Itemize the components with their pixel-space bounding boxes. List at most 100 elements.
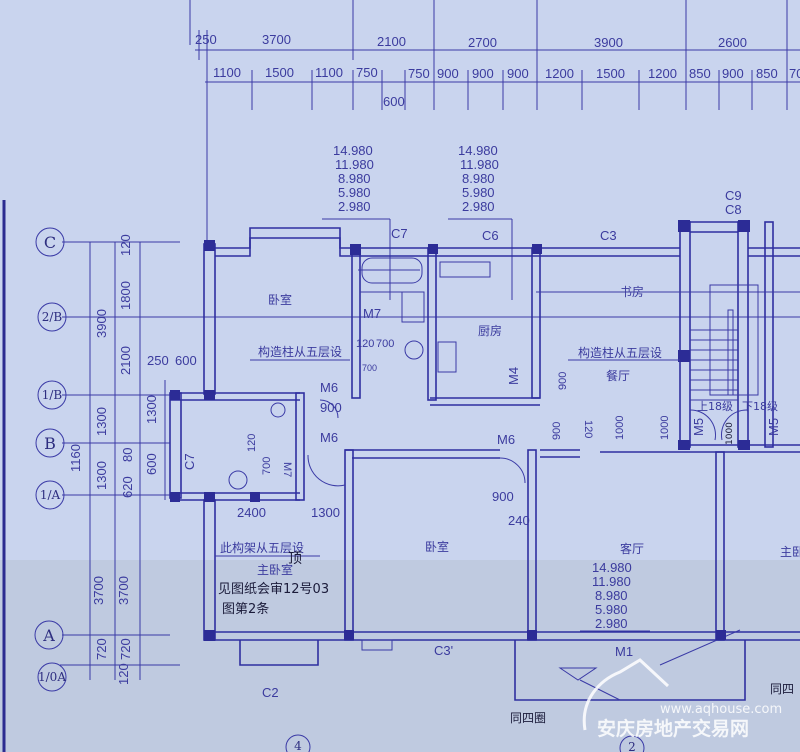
drawing-label: 11.980	[460, 157, 499, 172]
dim-label: 2100	[377, 34, 406, 49]
drawing-label: 1000	[659, 416, 671, 440]
drawing-label: www.aqhouse.com	[660, 702, 782, 717]
structural-columns	[170, 220, 750, 641]
dim-label: 850	[756, 66, 778, 81]
drawing-label: 1000	[725, 422, 735, 445]
axis-bubble	[37, 662, 67, 692]
room-master-bedroom: 主卧室	[257, 562, 293, 577]
room-living: 客厅	[620, 541, 644, 556]
drawing-label: 1/B	[42, 388, 63, 402]
drawing-label: 14.980	[333, 143, 373, 158]
drawing-label: 700	[261, 457, 273, 475]
drawing-label: 1160	[68, 444, 83, 472]
drawing-label: 同四圈	[510, 711, 546, 725]
drawing-label: 720	[118, 638, 133, 660]
drawing-label: 1300	[144, 395, 159, 424]
room-kitchen: 厨房	[478, 323, 502, 338]
axis-bubble	[37, 302, 67, 332]
drawing-label: 2400	[237, 505, 266, 520]
drawing-label: 14.980	[458, 143, 498, 158]
drawing-label: 900	[551, 422, 563, 440]
drawing-label: M6	[320, 430, 338, 445]
elevation-stack-right: 14.980 11.980 8.980 5.980 2.980	[448, 143, 513, 300]
dim-label: 900	[722, 66, 744, 81]
drawing-label: 同四	[770, 682, 794, 696]
drawing-label: 11.980	[335, 157, 374, 172]
drawing-label: 900	[320, 400, 342, 415]
drawing-label: 11.980	[592, 574, 631, 589]
drawing-label: 图第2条	[222, 601, 269, 617]
top-dimension-chain	[189, 0, 800, 240]
drawing-label: 构造柱从五层设	[578, 345, 662, 360]
drawing-label: 8.980	[462, 171, 495, 186]
drawing-label: M6	[497, 432, 515, 447]
dim-label: 1500	[596, 66, 625, 81]
drawing-label: 构造柱从五层设	[258, 344, 342, 359]
drawing-label: 1/A	[40, 488, 61, 502]
drawing-label: 1000	[614, 416, 626, 440]
drawing-label: 620	[120, 476, 135, 498]
drawing-label: 3700	[91, 576, 106, 605]
left-dimension-chain: 3900 1160 3700 120 1800 2100 1300 1300 7…	[68, 234, 197, 685]
drawing-label: C7	[391, 226, 408, 241]
top-dims-row1: 250 3700 2100 2700 3900 2600	[195, 32, 747, 50]
drawing-label: C7	[182, 453, 197, 470]
dim-label: 1200	[648, 66, 677, 81]
drawing-label: 2.980	[595, 616, 628, 631]
drawing-label: 安庆房地产交易网	[597, 717, 749, 740]
drawing-label: 700	[362, 363, 377, 373]
room-dining: 餐厅	[606, 368, 630, 383]
room-master-bedroom: 主卧	[780, 545, 800, 559]
drawing-label: 700	[376, 338, 394, 350]
drawing-label: 120	[118, 234, 133, 256]
dim-label: 250	[195, 32, 217, 47]
dim-label: 3900	[594, 35, 623, 50]
room-bedroom: 卧室	[268, 292, 292, 307]
dim-label: 1100	[315, 65, 343, 80]
axis-bubble	[619, 735, 645, 752]
drawing-label: 2	[628, 740, 636, 752]
drawing-label: M4	[506, 367, 521, 385]
dim-label: 3700	[262, 32, 291, 47]
top-dims-row2: 1100 1500 1100 750 750 900 900 900 1200 …	[213, 65, 800, 109]
drawing-label: 600	[144, 453, 159, 475]
drawing-label: 1300	[311, 505, 340, 520]
axis-bubble	[37, 380, 67, 410]
room-labels: 卧室 厨房 书房 餐厅 卧室 客厅 主卧室 主卧 构造柱从五层设 构造柱从五层设…	[220, 284, 800, 577]
drawing-label: 顶	[288, 551, 302, 567]
drawing-label: C9	[725, 188, 742, 203]
dim-label: 900	[507, 66, 529, 81]
dim-label: 2600	[718, 35, 747, 50]
dim-label: 900	[437, 66, 459, 81]
dim-label: 1200	[545, 66, 574, 81]
dim-label: 750	[408, 66, 430, 81]
room-bedroom: 卧室	[425, 539, 449, 554]
drawing-label: C2	[262, 685, 279, 700]
drawing-label: 120	[582, 420, 594, 438]
drawing-label: C6	[482, 228, 499, 243]
drawing-label: 5.980	[595, 602, 628, 617]
axis-bubble	[35, 227, 65, 257]
paper-fold-shadow	[0, 560, 800, 752]
drawing-label: C3'	[434, 643, 453, 658]
dim-label: 70	[789, 66, 800, 81]
drawing-label: C8	[725, 202, 742, 217]
drawing-label: 1300	[94, 461, 109, 490]
drawing-label: 900	[557, 372, 569, 390]
drawing-label: 2.980	[462, 199, 495, 214]
drawing-label: 此构架从五层设	[220, 540, 304, 555]
dim-label: 850	[689, 66, 711, 81]
drawing-label: M7	[281, 462, 293, 477]
opening-tags: C7 C6 C3 C9 C8 C7 C3' C2 M1 M7 M6 M6 M6 …	[182, 188, 781, 700]
drawing-label: M1	[615, 644, 633, 659]
house-logo-icon	[582, 658, 670, 731]
drawing-label: 2/B	[42, 310, 63, 324]
axis-bubble	[35, 480, 65, 510]
drawing-label: 8.980	[595, 588, 628, 603]
drawing-label: 120	[246, 434, 258, 452]
drawing-label: 900	[492, 489, 514, 504]
grid-axes: C 2/B 1/B B 1/A A 1/0A 4 2	[34, 227, 800, 752]
drawing-label: 80	[120, 448, 135, 462]
drawing-label: 5.980	[462, 185, 495, 200]
room-study: 书房	[620, 284, 644, 299]
